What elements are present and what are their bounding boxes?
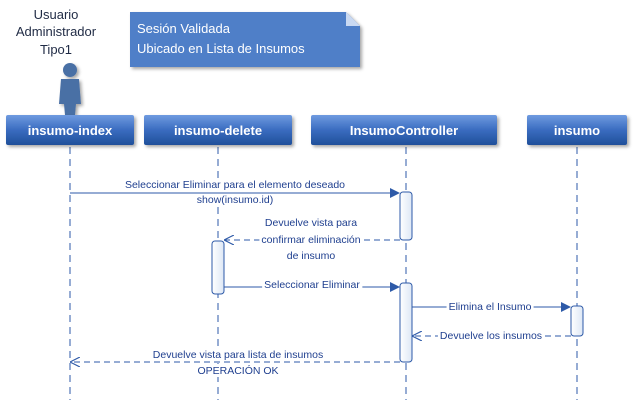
message-label-backing bbox=[262, 217, 360, 229]
activation-controller-1 bbox=[399, 191, 413, 241]
note-line-2: Ubicado en Lista de Insumos bbox=[137, 41, 305, 56]
message-1-line-1: Seleccionar Eliminar para el elemento de… bbox=[125, 179, 345, 191]
message-label-backing bbox=[284, 250, 338, 262]
message-label-backing bbox=[446, 301, 534, 313]
message-5-line-1: Devuelve los insumos bbox=[440, 330, 542, 342]
message-label-backing bbox=[259, 234, 363, 246]
actor-label-line-2: Administrador bbox=[16, 24, 97, 39]
lifeline-header-model bbox=[527, 115, 627, 145]
message-2-line-3: de insumo bbox=[287, 250, 336, 262]
message-label-backing bbox=[194, 194, 276, 206]
lifeline-header-delete bbox=[144, 115, 292, 145]
lifeline-title-index: insumo-index bbox=[28, 123, 113, 138]
message-1-line-2: show(insumo.id) bbox=[197, 194, 273, 206]
lifeline-title-model: insumo bbox=[554, 123, 600, 138]
activation-delete bbox=[211, 240, 225, 295]
activation-model bbox=[570, 305, 584, 337]
message-2-line-2: confirmar eliminación bbox=[261, 234, 360, 246]
message-4-line-1: Elimina el Insumo bbox=[449, 301, 532, 313]
message-label-backing bbox=[122, 179, 348, 191]
message-label-backing bbox=[262, 279, 363, 291]
actor-figure-icon bbox=[59, 63, 81, 115]
message-2-line-1: Devuelve vista para bbox=[265, 217, 357, 229]
message-label-backing bbox=[150, 349, 326, 361]
lifeline-header-controller bbox=[311, 115, 497, 145]
activation-controller-2 bbox=[399, 282, 413, 363]
message-6-line-2: OPERACIÓN OK bbox=[197, 364, 278, 377]
message-6-line-1: Devuelve vista para lista de insumos bbox=[153, 349, 323, 361]
message-3-line-1: Seleccionar Eliminar bbox=[264, 279, 360, 291]
lifeline-title-delete: insumo-delete bbox=[174, 123, 262, 138]
actor-label-line-3: Tipo1 bbox=[40, 42, 72, 57]
message-label-backing bbox=[195, 364, 281, 377]
message-label-backing bbox=[437, 330, 545, 342]
lifeline-title-controller: InsumoController bbox=[350, 123, 458, 138]
actor-label-line-1: Usuario bbox=[34, 7, 79, 22]
note-line-1: Sesión Validada bbox=[137, 21, 231, 36]
lifeline-header-index bbox=[6, 115, 134, 145]
session-note bbox=[130, 12, 360, 67]
